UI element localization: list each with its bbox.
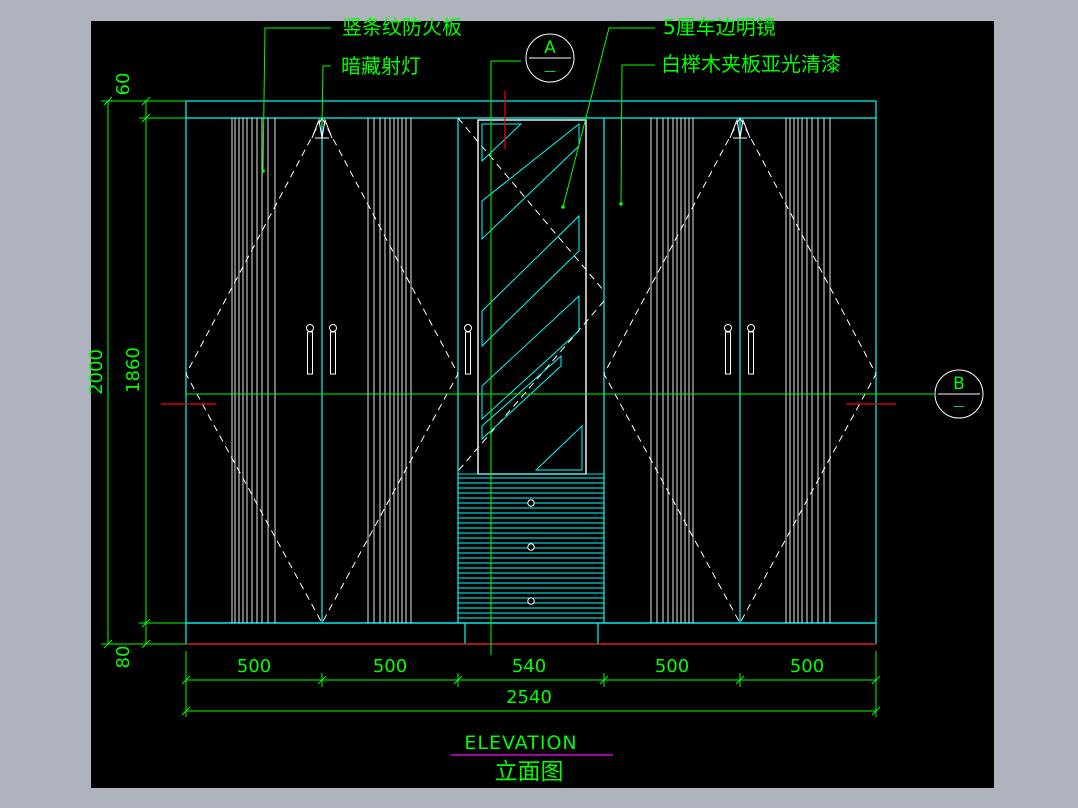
- section-marker-a-letter: A: [544, 38, 556, 58]
- dim-width-1: 500: [237, 656, 271, 677]
- svg-text:—: —: [544, 64, 556, 78]
- dim-width-3: 540: [512, 656, 546, 677]
- horizontal-dimension-lines: [181, 651, 881, 717]
- title-chinese: 立面图: [495, 759, 564, 785]
- dim-width-2: 500: [373, 656, 407, 677]
- swing-mark-2: [321, 117, 459, 624]
- striped-fireproof-boards: [231, 118, 831, 623]
- stripe-group-3: [650, 118, 694, 623]
- dim-height-middle: 1860: [123, 347, 144, 393]
- swing-mark-5: [457, 117, 605, 292]
- drawer-knob: [527, 543, 535, 551]
- door-swing-marks: [185, 117, 877, 624]
- callout-dots: [261, 169, 623, 209]
- swing-mark-3: [603, 117, 741, 624]
- swing-mark-1: [185, 117, 323, 624]
- svg-text:—: —: [953, 399, 965, 413]
- section-line-a: [490, 60, 521, 655]
- drawer-knob: [527, 499, 535, 507]
- label-hidden-spotlight: 暗藏射灯: [341, 54, 421, 78]
- dim-total-width: 2540: [506, 687, 552, 708]
- stripe-group-1: [231, 118, 276, 623]
- dim-width-5: 500: [790, 656, 824, 677]
- title-english: ELEVATION: [464, 732, 577, 754]
- door-handle: [724, 324, 732, 375]
- door-handle: [464, 324, 472, 375]
- dim-height-bottom: 80: [113, 646, 134, 669]
- dim-width-4: 500: [655, 656, 689, 677]
- cad-canvas: A — B — 竖条纹防火板 暗藏射灯 5厘车边明镜 白榉木夹板亚光清漆 5: [86, 15, 994, 788]
- label-fireproof-board: 竖条纹防火板: [342, 15, 462, 39]
- mirror-reflection-marks: [481, 122, 583, 471]
- section-marker-a: A —: [525, 33, 575, 83]
- vertical-dimension-lines: [101, 96, 186, 649]
- drawer-knob: [527, 597, 535, 605]
- label-birch-panel: 白榉木夹板亚光清漆: [661, 52, 841, 76]
- swing-mark-4: [739, 117, 877, 624]
- door-handle: [329, 324, 337, 375]
- drawer-knobs: [527, 499, 535, 605]
- swing-mark-6: [457, 300, 605, 472]
- mirror-panel: [477, 119, 587, 475]
- stripe-group-2: [367, 118, 412, 623]
- spotlight-right: [729, 118, 751, 139]
- callout-leaders: [262, 27, 655, 208]
- door-handle: [306, 324, 314, 375]
- elevation-drawing: A — B — 竖条纹防火板 暗藏射灯 5厘车边明镜 白榉木夹板亚光清漆 5: [86, 15, 984, 785]
- dim-height-total: 2000: [86, 349, 107, 395]
- door-handle: [747, 324, 755, 375]
- drawer-stack: [457, 473, 605, 624]
- door-handles: [306, 324, 755, 375]
- label-mirror: 5厘车边明镜: [663, 15, 776, 39]
- section-lines: [186, 60, 934, 655]
- red-reference-lines: [161, 91, 896, 645]
- dim-height-top: 60: [113, 73, 134, 96]
- section-marker-b: B —: [934, 369, 984, 419]
- stripe-group-4: [785, 118, 831, 623]
- spotlight-left: [311, 118, 333, 139]
- section-marker-b-letter: B: [953, 374, 965, 394]
